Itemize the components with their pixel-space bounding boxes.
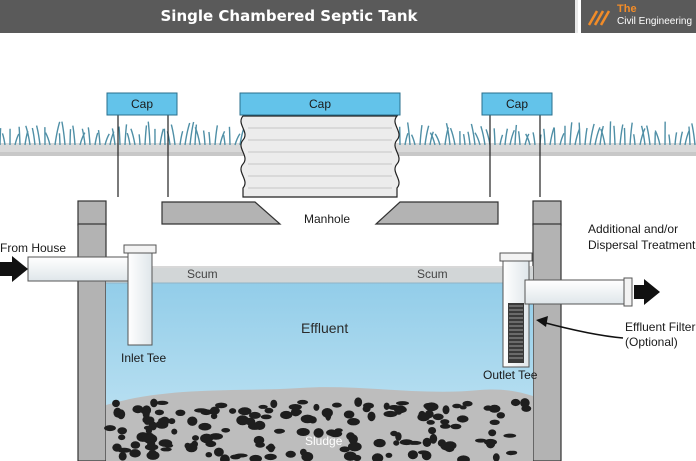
page-title: Single Chambered Septic Tank xyxy=(160,7,418,25)
manhole-riser xyxy=(240,115,400,198)
sludge-label: Sludge xyxy=(305,434,343,448)
inlet-tee-label: Inlet Tee xyxy=(121,351,167,365)
filter-callout-arrow xyxy=(541,321,624,339)
manhole-label: Manhole xyxy=(304,212,351,226)
riser-posts xyxy=(117,112,541,197)
effluent-filter-line1: Effluent Filter xyxy=(625,320,696,334)
logo-line-2: Civil Engineering xyxy=(617,16,693,27)
scum-label-left: Scum xyxy=(187,267,218,281)
effluent-filter xyxy=(508,303,524,363)
additional-treatment-line1: Additional and/or xyxy=(588,222,679,236)
header: Single Chambered Septic Tank The Civil E… xyxy=(0,0,696,33)
sludge-particles xyxy=(104,397,532,461)
logo: The Civil Engineering xyxy=(581,0,696,33)
septic-tank-diagram: Cap Cap Cap Manhole From House Additiona… xyxy=(0,33,696,461)
cap-left xyxy=(106,92,178,116)
tank-lid xyxy=(77,200,562,226)
from-house-label: From House xyxy=(0,241,67,255)
logo-line-1: The xyxy=(617,3,637,15)
effluent-filter-line2: (Optional) xyxy=(625,335,678,349)
outlet-tee-label: Outlet Tee xyxy=(483,368,538,382)
cap-center xyxy=(239,92,401,116)
additional-treatment-line2: Dispersal Treatment xyxy=(588,238,696,252)
dispersal-arrow xyxy=(634,279,660,305)
effluent-label: Effluent xyxy=(301,320,349,336)
title-bar: Single Chambered Septic Tank xyxy=(0,0,578,33)
scum-label-right: Scum xyxy=(417,267,448,281)
logo-icon xyxy=(587,10,611,26)
from-house-arrow xyxy=(0,256,28,282)
cap-right xyxy=(481,92,553,116)
cap-left-label: Cap xyxy=(130,97,153,111)
scum-layer xyxy=(106,266,533,283)
cap-center-label: Cap xyxy=(308,97,331,111)
cap-right-label: Cap xyxy=(505,97,528,111)
grass xyxy=(0,121,696,146)
